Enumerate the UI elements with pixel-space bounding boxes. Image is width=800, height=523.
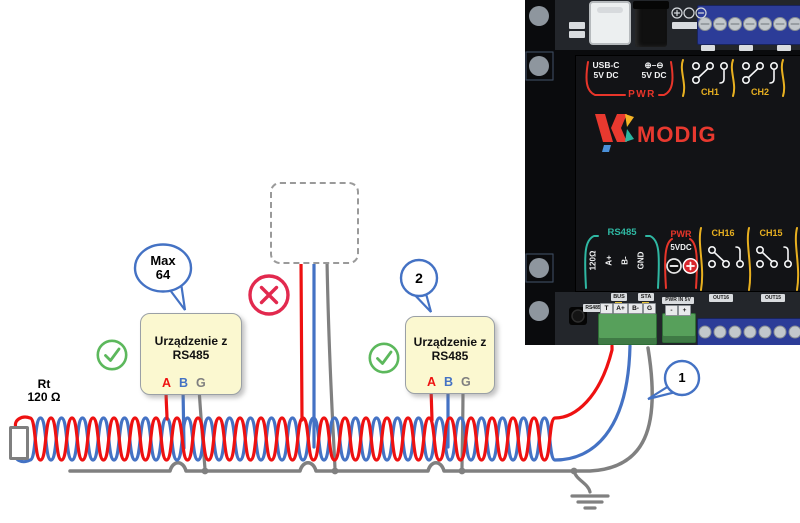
device-title: Urządzenie z RS485	[154, 334, 228, 362]
device2-g-wire	[460, 386, 465, 471]
ch15-label: CH15	[759, 228, 783, 238]
gnd-label: GND	[636, 251, 646, 270]
callout-1: 1	[640, 356, 702, 402]
out16-tag: OUT16	[709, 294, 733, 302]
terminator-label: Rt 120 Ω	[27, 377, 61, 404]
b-minus-label: B-	[620, 256, 630, 265]
rs485-label: RS485	[607, 227, 637, 238]
device-title: Urządzenie z RS485	[413, 335, 487, 363]
silkscreen-chip	[569, 31, 585, 38]
pin-a-label: A	[162, 376, 172, 390]
earth-ground-icon	[570, 494, 610, 510]
polarity-icons	[671, 7, 707, 19]
check-icon	[96, 339, 128, 371]
rs485-edge-tag: RS485	[583, 304, 603, 312]
modig-logo-text: MODIG	[637, 122, 717, 147]
relay-symbol-ch1	[691, 61, 728, 84]
ch1-label: CH1	[700, 87, 719, 97]
relay-symbol-ch16	[707, 245, 744, 268]
silkscreen-chip	[672, 22, 708, 29]
mounting-holes	[525, 6, 554, 321]
pin-b-label: B	[179, 376, 189, 390]
pwr-in-tag: PWR IN 5V	[662, 297, 694, 304]
pin-t-tag: T	[600, 303, 613, 314]
a-plus-label: A+	[604, 255, 614, 266]
unconnected-device-placeholder	[270, 182, 359, 264]
pwr-bracket-bottom	[664, 238, 698, 289]
device1-b-wire	[181, 386, 186, 450]
ch2-label: CH2	[750, 87, 769, 97]
middle-g-wire	[325, 258, 337, 471]
modig-logo-icon	[595, 114, 634, 152]
silkscreen-chip	[739, 45, 753, 51]
pin-g-tag: G	[643, 303, 656, 314]
terminator-resistor	[9, 426, 29, 460]
silkscreen-chip	[777, 45, 791, 51]
callout-1-text: 1	[678, 370, 686, 385]
silkscreen-chip	[701, 45, 715, 51]
callout-2: 2	[398, 258, 442, 316]
rs485-terminal-block	[598, 313, 657, 345]
pin-aplus-tag: A+	[613, 303, 628, 314]
power-terminal-block	[662, 313, 696, 343]
pwr-bracket-top	[585, 61, 674, 96]
device-pins: A B G	[162, 376, 206, 390]
pin-minus-tag: -	[665, 305, 678, 316]
callout-max-64-text: Max 64	[150, 253, 176, 282]
pcb-graphics	[525, 6, 800, 339]
pin-bminus-tag: B-	[628, 303, 643, 314]
callout-2-text: 2	[415, 270, 423, 286]
usbc-port-slot	[597, 7, 623, 13]
pin-plus-tag: +	[678, 305, 691, 316]
rs485-device-1: Urządzenie z RS485 A B G	[140, 313, 242, 395]
sta-tag: STA	[638, 293, 654, 301]
check-icon	[368, 342, 400, 374]
rs485-bracket	[584, 235, 660, 289]
v5-label: 5VDC	[670, 243, 692, 252]
pin-g-label: G	[196, 376, 206, 390]
terminal-screws-bottom	[698, 325, 800, 339]
silkscreen-chip	[569, 22, 585, 29]
ground-wire	[572, 469, 592, 494]
pwr-label-bottom: PWR	[670, 229, 692, 239]
bus-tag: BUS	[611, 293, 627, 301]
pin-g-label: G	[461, 375, 471, 389]
shield-junction-dots	[201, 467, 578, 475]
power-plus-icon	[682, 258, 699, 274]
terminal-screws-top	[698, 17, 800, 31]
relay-symbol-ch2	[741, 61, 778, 84]
bus-b-wire	[13, 344, 632, 464]
callout-max-64: Max 64	[130, 241, 196, 315]
out15-tag: OUT15	[761, 294, 785, 302]
ch16-label: CH16	[711, 228, 735, 238]
r120-label: 120Ω	[588, 250, 598, 271]
bus-a-wire	[13, 344, 614, 462]
channel-separators-top	[680, 59, 786, 97]
rs485-device-2: Urządzenie z RS485 A B G	[405, 316, 495, 394]
pin-b-label: B	[444, 375, 454, 389]
dc-barrel-jack-flange	[633, 1, 669, 9]
power-minus-icon	[666, 258, 682, 274]
pin-a-label: A	[427, 375, 437, 389]
relay-symbol-ch15	[755, 245, 792, 268]
cross-icon	[248, 274, 290, 316]
device-pins: A B G	[427, 375, 471, 389]
shield-wire	[68, 346, 655, 473]
dc-barrel-jack	[635, 3, 667, 47]
dc-power-label: ⊕–⊖5V DC	[641, 60, 667, 80]
reset-button-cap	[571, 309, 585, 323]
pwr-label-top: PWR	[628, 89, 656, 100]
channel-separators-bottom	[698, 227, 800, 291]
middle-a-wire	[299, 258, 304, 422]
